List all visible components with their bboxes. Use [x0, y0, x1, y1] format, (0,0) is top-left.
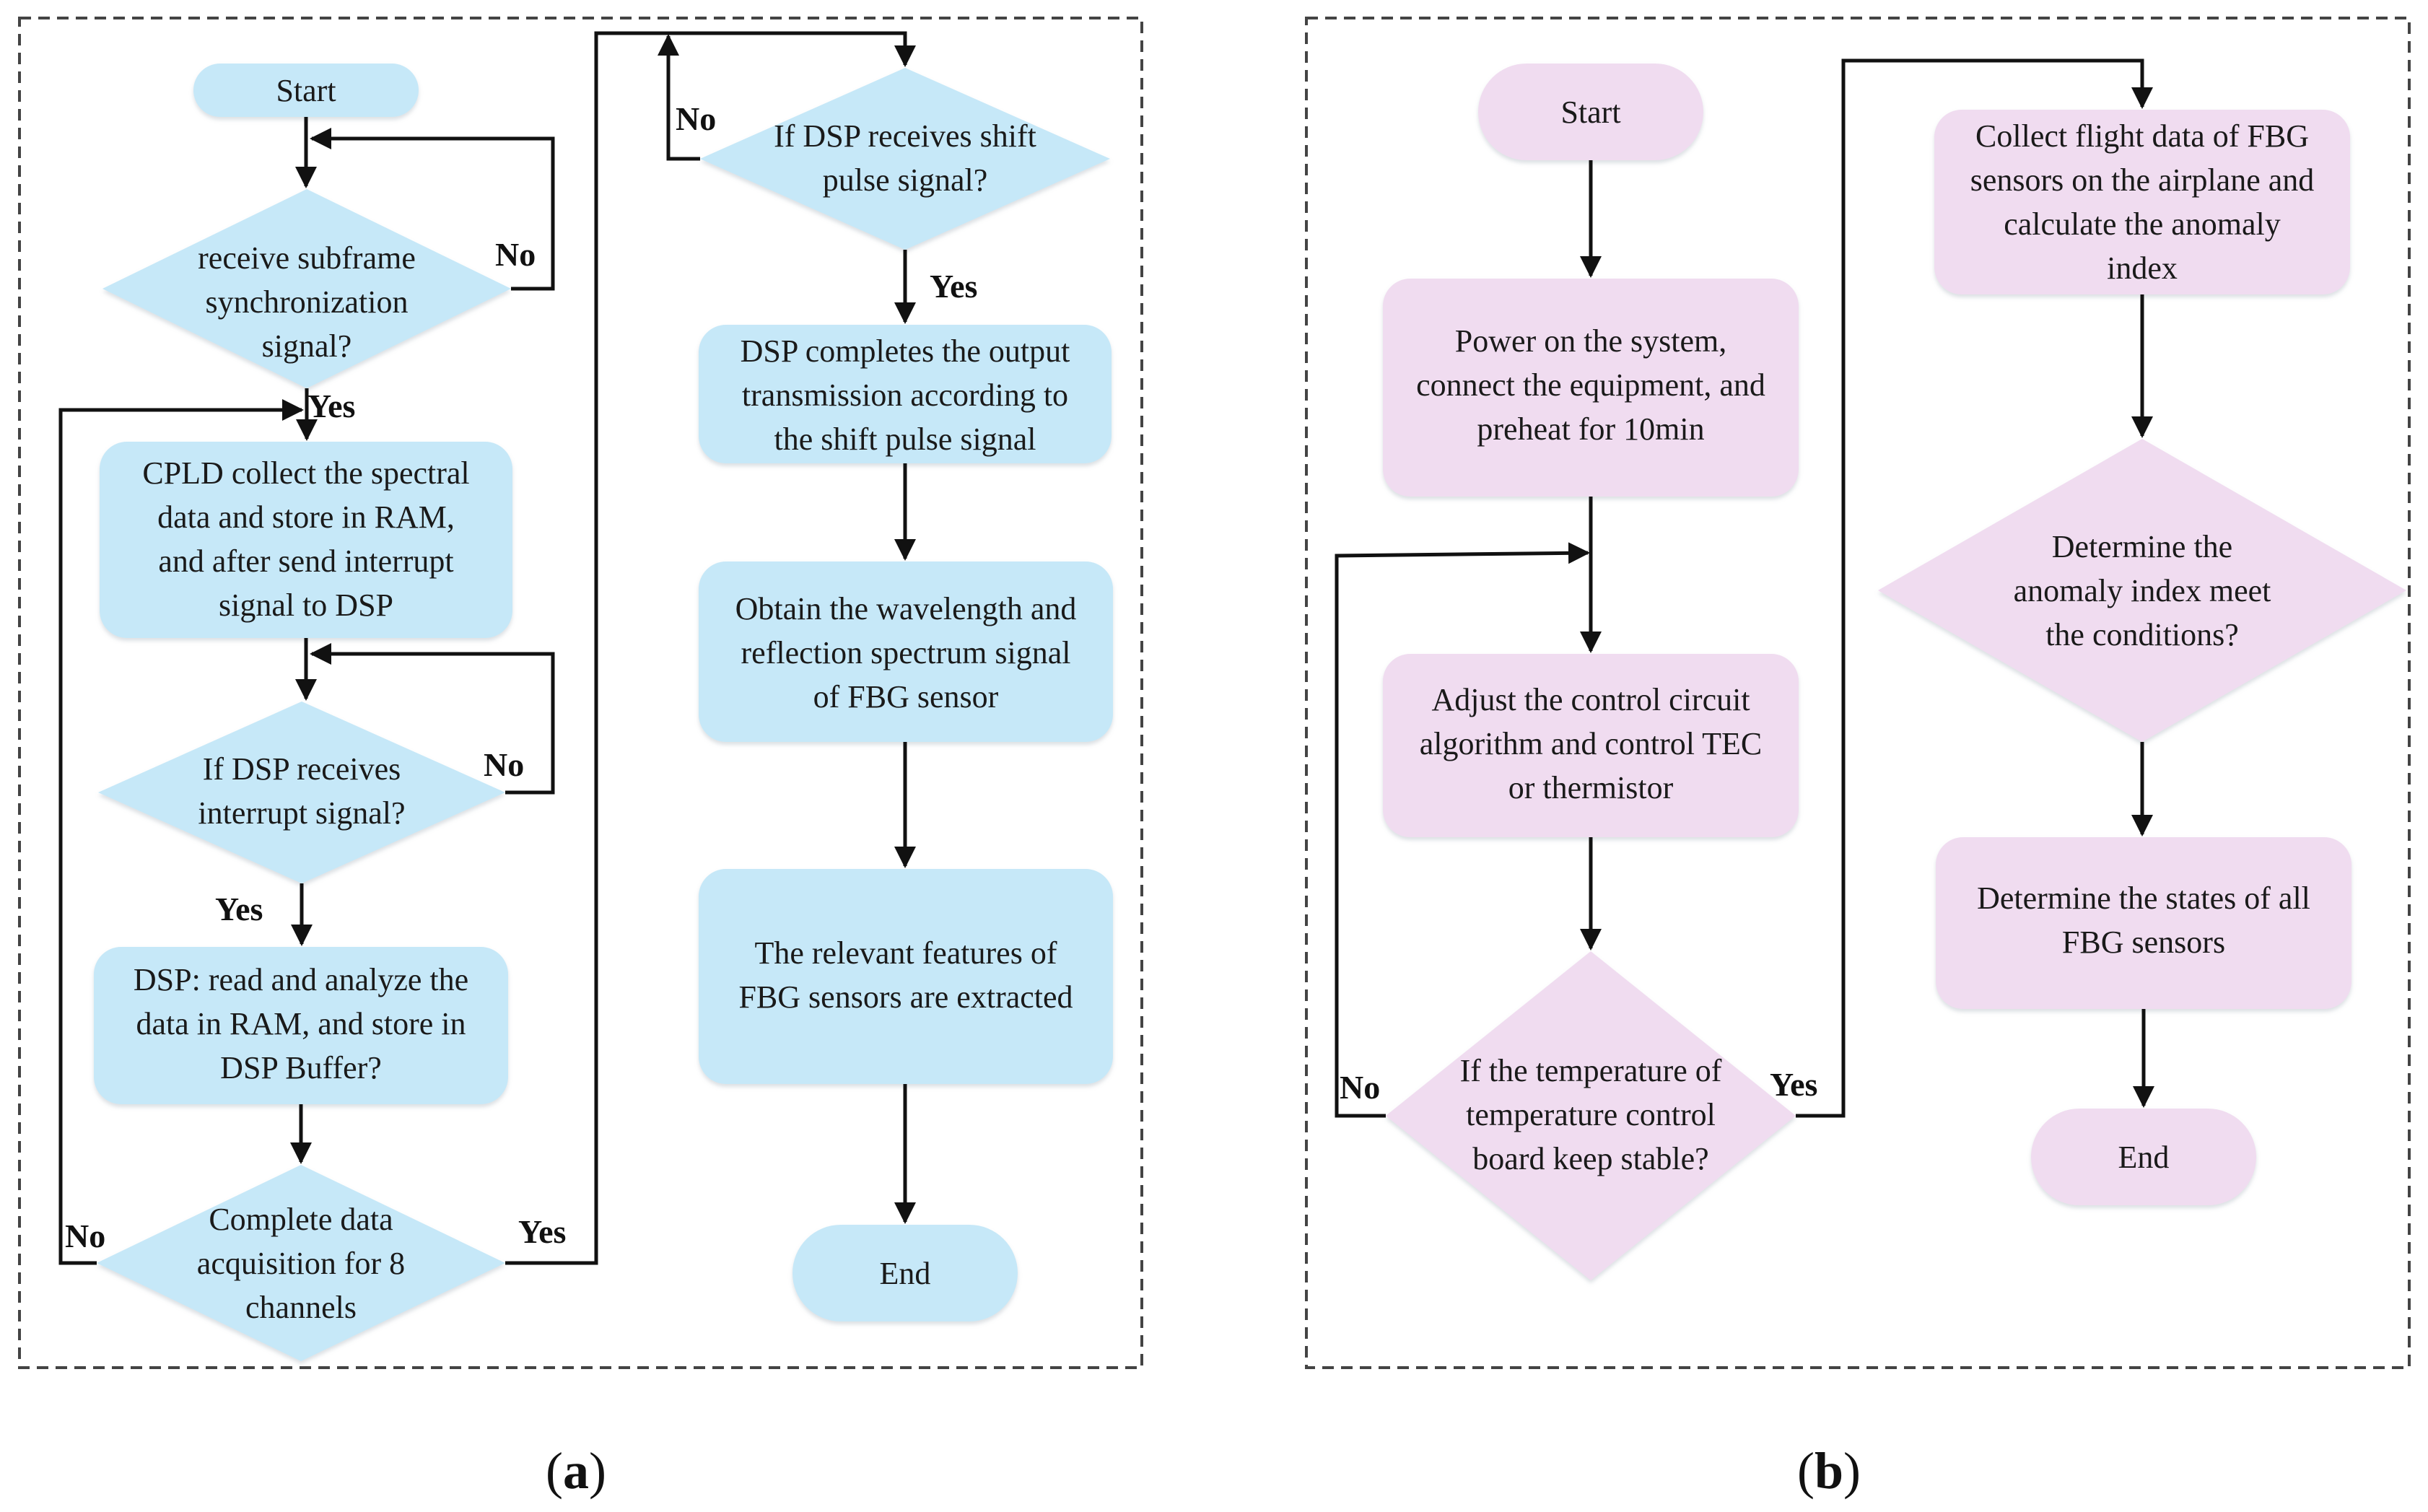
panel-a-obtain-line-1: Obtain the wavelength and — [735, 591, 1077, 626]
panel-a-cpld-line-1: CPLD collect the spectral — [142, 455, 469, 491]
panel-a-shift-pulse-decision — [700, 68, 1110, 250]
panel-b: Start Power on the system, connect the e… — [1335, 58, 2406, 1280]
panel-b-temp-line-1: If the temperature of — [1460, 1053, 1722, 1088]
panel-a: Start receive subframe synchronization s… — [58, 31, 1113, 1361]
panel-a-complete-acquisition-decision — [97, 1165, 505, 1361]
panel-a-interrupt-yes-label: Yes — [215, 891, 263, 927]
panel-a-shift-yes-label: Yes — [930, 268, 977, 305]
panel-b-anomaly-index-decision — [1878, 439, 2406, 742]
panel-b-power-line-2: connect the equipment, and — [1416, 367, 1765, 403]
panel-a-features-line-2: FBG sensors are extracted — [738, 979, 1073, 1015]
panel-b-frame — [1305, 17, 2411, 1369]
panel-b-caption-open: ( — [1797, 1442, 1815, 1500]
panel-a-interrupt-no-label: No — [484, 746, 524, 783]
panel-b-collect-line-1: Collect flight data of FBG — [1975, 118, 2309, 154]
panel-a-receive-interrupt-line-1: If DSP receives — [203, 751, 401, 787]
panel-b-start-label: Start — [1560, 95, 1620, 130]
panel-a-complete-line-2: acquisition for 8 — [197, 1246, 405, 1281]
panel-a-receive-sync-line-1: receive subframe — [198, 240, 416, 276]
panel-a-dsp-read-node — [94, 947, 508, 1104]
panel-b-collect-line-4: index — [2107, 250, 2178, 286]
panel-a-receive-sync-line-3: signal? — [262, 328, 352, 364]
panel-a-output-transmission-node — [699, 325, 1112, 463]
panel-b-caption-letter: b — [1815, 1442, 1843, 1500]
panel-b-determine-line-3: the conditions? — [2045, 617, 2239, 652]
panel-a-complete-line-1: Complete data — [209, 1202, 393, 1237]
panel-a-output-line-1: DSP completes the output — [741, 333, 1070, 369]
panel-a-complete-yes-label: Yes — [518, 1213, 566, 1250]
panel-a-shift-no-label: No — [676, 100, 716, 137]
panel-a-edge-interrupt-no-loop — [310, 643, 555, 795]
panel-b-edge-temp-no-loop — [1335, 542, 1590, 1118]
panel-a-receive-sync-decision — [102, 189, 511, 388]
panel-a-end-label: End — [880, 1256, 931, 1291]
panel-a-caption-close: ) — [589, 1442, 606, 1500]
panel-a-obtain-line-2: reflection spectrum signal — [741, 635, 1071, 670]
panel-b-caption-close: ) — [1843, 1442, 1861, 1500]
panel-a-end-node — [792, 1225, 1018, 1321]
panel-b-temp-line-2: temperature control — [1466, 1097, 1716, 1132]
panel-a-features-line-1: The relevant features of — [755, 935, 1057, 971]
panel-b-adjust-line-1: Adjust the control circuit — [1431, 682, 1750, 717]
panel-a-start-node — [193, 64, 419, 117]
panel-b-adjust-line-3: or thermistor — [1508, 770, 1674, 805]
panel-a-cpld-line-3: and after send interrupt — [158, 543, 453, 579]
panel-b-power-line-1: Power on the system, — [1455, 323, 1726, 359]
panel-b-power-on-node — [1383, 279, 1799, 497]
panel-b-states-line-1: Determine the states of all — [1977, 880, 2310, 916]
panel-b-power-line-3: preheat for 10min — [1477, 411, 1704, 447]
panel-a-edge-sync-no-loop — [310, 128, 555, 291]
panel-b-caption: (b) — [1797, 1442, 1861, 1500]
panel-b-start-node — [1478, 64, 1703, 160]
panel-a-shift-line-2: pulse signal? — [823, 162, 988, 198]
panel-b-collect-line-2: sensors on the airplane and — [1970, 162, 2315, 198]
panel-a-obtain-line-3: of FBG sensor — [813, 679, 999, 715]
panel-a-caption-letter: a — [563, 1442, 589, 1500]
panel-a-sync-yes-label: Yes — [307, 388, 355, 424]
panel-b-determine-line-2: anomaly index meet — [2014, 573, 2271, 608]
panel-b-edge-temp-yes — [1796, 58, 2153, 1118]
panel-b-collect-flight-data-node — [1934, 110, 2350, 294]
panel-a-shift-line-1: If DSP receives shift — [774, 118, 1036, 154]
panel-b-temp-no-label: No — [1340, 1069, 1380, 1106]
panel-a-frame — [18, 17, 1143, 1369]
panel-a-dsp-read-line-3: DSP Buffer? — [220, 1050, 382, 1085]
panel-a-receive-sync-line-2: synchronization — [205, 284, 408, 320]
panel-a-edge-shift-no-loop — [658, 34, 700, 161]
panel-a-edge-complete-yes — [505, 31, 916, 1265]
panel-b-collect-line-3: calculate the anomaly — [2004, 206, 2281, 242]
panel-a-receive-interrupt-line-2: interrupt signal? — [198, 795, 405, 831]
panel-b-temperature-stable-decision — [1386, 951, 1796, 1280]
panel-a-output-line-3: the shift pulse signal — [774, 421, 1036, 457]
panel-a-complete-line-3: channels — [245, 1290, 357, 1325]
panel-a-cpld-collect-node — [100, 442, 512, 638]
panel-a-cpld-line-4: signal to DSP — [219, 587, 393, 623]
panel-a-receive-interrupt-decision — [98, 702, 505, 883]
panel-a-dsp-read-line-1: DSP: read and analyze the — [134, 962, 468, 997]
panel-a-obtain-spectrum-node — [699, 561, 1113, 742]
panel-a-cpld-line-2: data and store in RAM, — [157, 499, 455, 535]
panel-b-end-node — [2031, 1109, 2256, 1205]
panel-a-sync-no-label: No — [495, 236, 536, 273]
panel-b-determine-states-node — [1936, 837, 2351, 1009]
panel-a-output-line-2: transmission according to — [742, 377, 1068, 413]
panel-a-edge-complete-no-loop — [58, 399, 304, 1265]
panel-b-states-line-2: FBG sensors — [2062, 925, 2225, 960]
panel-a-start-label: Start — [276, 73, 336, 108]
panel-b-adjust-line-2: algorithm and control TEC — [1420, 726, 1763, 761]
panel-a-dsp-read-line-2: data in RAM, and store in — [136, 1006, 466, 1041]
panel-b-temp-line-3: board keep stable? — [1472, 1141, 1708, 1176]
panel-a-caption: (a) — [546, 1442, 606, 1500]
panel-b-temp-yes-label: Yes — [1770, 1066, 1817, 1103]
panel-a-caption-open: ( — [546, 1442, 563, 1500]
panel-a-complete-no-label: No — [65, 1218, 105, 1254]
panel-b-end-label: End — [2118, 1140, 2170, 1175]
panel-b-adjust-control-node — [1383, 654, 1799, 837]
panel-b-determine-line-1: Determine the — [2052, 529, 2232, 564]
panel-a-extract-features-node — [699, 869, 1113, 1084]
